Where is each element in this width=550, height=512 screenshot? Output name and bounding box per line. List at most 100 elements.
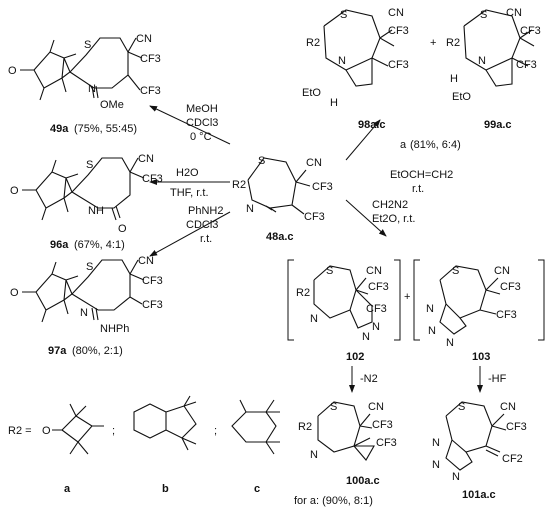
bracket-right-103 [538, 259, 545, 341]
r2-label: R2 [298, 421, 312, 433]
cf3-label: CF3 [312, 181, 333, 193]
cf3-label: CF3 [500, 281, 521, 293]
sulfur-label: S [86, 159, 93, 171]
cf3-label: CF3 [142, 173, 163, 185]
cf3-label: CF3 [140, 85, 161, 97]
nitrogen-label: N [432, 459, 440, 471]
cf3-label: CF3 [388, 25, 409, 37]
compound-49a-structure: O S CN CF3 CF3 N OMe [8, 33, 161, 111]
aniline-condition-reagent: PhNH2 [188, 205, 223, 217]
cn-label: CN [138, 255, 154, 267]
r2-label: R2 [232, 179, 246, 191]
oxo-label: O [10, 287, 19, 299]
cf3-label: CF3 [366, 303, 387, 315]
nitrogen-label: N [432, 437, 440, 449]
compound-101-structure: S N N N CN CF3 CF2 [432, 401, 527, 483]
nh-label: NH [88, 205, 104, 217]
legend-separator: ; [112, 425, 115, 437]
hydrogen-label: H [450, 73, 458, 85]
sulfur-label: S [458, 401, 465, 413]
compound-100-structure: S R2 N CN CF3 CF3 [298, 401, 397, 461]
compound-99-structure: S R2 N CN CF3 CF3 H EtO [446, 7, 541, 103]
sulfur-label: S [326, 265, 333, 277]
compound-label-103: 103 [472, 351, 490, 363]
nitrogen-label: N [428, 325, 436, 337]
oxo-label: O [10, 185, 19, 197]
cn-label: CN [306, 157, 322, 169]
cf3-label: CF3 [142, 299, 163, 311]
yield-98-prefix: a [400, 139, 407, 151]
legend-separator: ; [214, 425, 217, 437]
r2-label: R2 [296, 287, 310, 299]
nitrogen-label: N [310, 449, 318, 461]
compound-label-49a: 49a [50, 123, 69, 135]
arrow-to-98-99 [345, 119, 381, 161]
nitrogen-label: N [310, 313, 318, 325]
legend-label-c: c [254, 483, 260, 495]
cf3-label: CF3 [506, 421, 527, 433]
cf3-label: CF3 [520, 25, 541, 37]
compound-48-structure: S R2 N CN CF3 CF3 [232, 155, 333, 223]
compound-label-96a: 96a [50, 239, 69, 251]
cf3-label: CF3 [496, 309, 517, 321]
cn-label: CN [388, 7, 404, 19]
compound-label-48: 48a.c [266, 231, 294, 243]
cf3-label: CF3 [304, 211, 325, 223]
yield-49a: (75%, 55:45) [74, 123, 137, 135]
compound-label-102: 102 [346, 351, 364, 363]
water-condition-reagent: H2O [176, 167, 199, 179]
nitrogen-label: N [338, 55, 346, 67]
nitrogen-label: N [246, 203, 254, 215]
cn-label: CN [366, 265, 382, 277]
diazomethane-condition-reagent: CH2N2 [372, 199, 408, 211]
plus-sign: + [404, 291, 410, 303]
bracket-left-103 [413, 259, 420, 341]
bracket-left-102 [287, 259, 294, 341]
substituent-c-structure [231, 399, 280, 455]
cn-label: CN [506, 7, 522, 19]
cn-label: CN [494, 265, 510, 277]
ome-label: OMe [100, 99, 124, 111]
water-condition-solvent: THF, r.t. [170, 187, 209, 199]
compound-102-structure: S R2 N CN CF3 CF3 N N [296, 265, 389, 343]
bracket-right-102 [394, 259, 401, 341]
cn-label: CN [136, 33, 152, 45]
hydrogen-label: H [330, 97, 338, 109]
oxo-label: O [42, 425, 51, 437]
yield-100: for a: (90%, 8:1) [294, 495, 373, 507]
aniline-condition-solvent: CDCl3 [186, 219, 218, 231]
r2-label: R2 [446, 37, 460, 49]
compound-label-97a: 97a [48, 345, 67, 357]
legend-label-b: b [162, 483, 169, 495]
loss-of-hf: -HF [488, 373, 507, 385]
aniline-condition-temp: r.t. [200, 233, 212, 245]
cf3-label: CF3 [368, 281, 389, 293]
vinylether-condition-reagent: EtOCH=CH2 [390, 169, 453, 181]
compound-label-101: 101a.c [462, 489, 496, 501]
sulfur-label: S [84, 39, 91, 51]
cn-label: CN [138, 153, 154, 165]
nitrogen-label: N [362, 331, 370, 343]
cf3-label: CF3 [372, 419, 393, 431]
nitrogen-label: N [372, 321, 380, 333]
yield-98-99: (81%, 6:4) [410, 139, 461, 151]
cf2-label: CF2 [502, 453, 523, 465]
oxo-label: O [118, 223, 127, 235]
cf3-label: CF3 [376, 437, 397, 449]
sulfur-label: S [452, 265, 459, 277]
cf3-label: CF3 [388, 59, 409, 71]
nitrogen-label: N [80, 307, 88, 319]
oxo-label: O [8, 65, 17, 77]
methanol-condition-reagent: MeOH [186, 103, 218, 115]
substituent-a-structure: O [42, 403, 104, 455]
nitrogen-label: N [88, 83, 96, 95]
r2-label: R2 [306, 37, 320, 49]
ethoxy-label: EtO [452, 91, 471, 103]
compound-103-structure: S N N N CN CF3 CF3 [426, 265, 521, 349]
sulfur-label: S [86, 261, 93, 273]
nhph-label: NHPh [100, 323, 129, 335]
arrow-to-49a [149, 105, 231, 145]
compound-96a-structure: O S CN CF3 NH O [10, 153, 163, 235]
diazomethane-condition-solvent: Et2O, r.t. [372, 213, 415, 225]
